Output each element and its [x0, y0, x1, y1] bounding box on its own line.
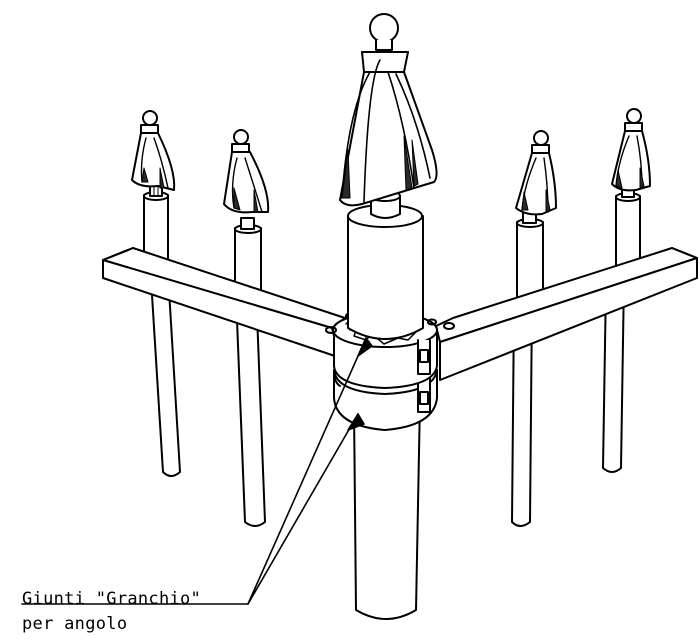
callout-label-corner: per angolo	[22, 614, 128, 634]
central-column-lower	[353, 399, 421, 620]
leg-right-back	[602, 277, 625, 473]
beam-left	[102, 247, 346, 357]
cutter-left-front	[223, 129, 270, 214]
cutter-right-back	[611, 108, 651, 192]
leg-left-back	[151, 289, 181, 477]
cutter-left-back	[131, 110, 176, 191]
callout-leader-lines	[21, 337, 373, 605]
central-cutter	[339, 13, 438, 207]
cutter-right-front	[515, 130, 557, 216]
central-column-upper	[347, 190, 424, 340]
leg-left-front	[236, 313, 266, 527]
leg-right-front	[511, 299, 533, 527]
post-right-back	[615, 186, 641, 271]
callout-label-joints: Giunti "Granchio"	[22, 589, 202, 609]
beam-right	[435, 247, 698, 381]
